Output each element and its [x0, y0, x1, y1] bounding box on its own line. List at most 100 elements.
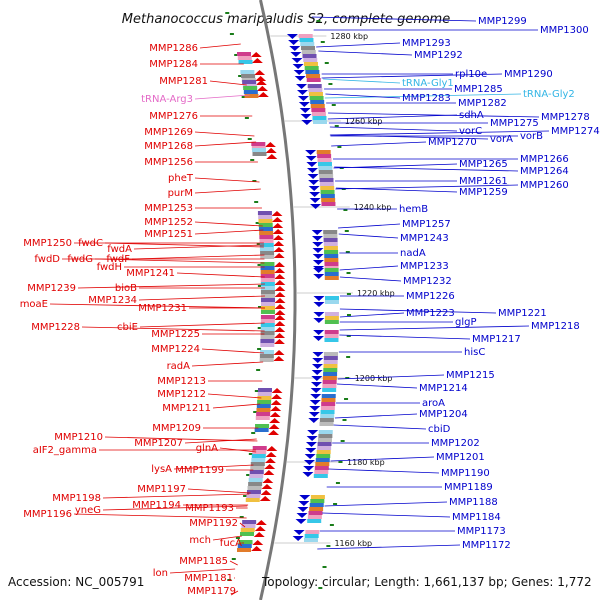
reverse-gene-arrow	[264, 464, 276, 469]
forward-gene-band	[318, 166, 333, 170]
left-gene-label: radA	[167, 361, 191, 372]
topology-text: Topology: circular; Length: 1,661,137 bp…	[261, 575, 592, 589]
forward-gene-arrow	[308, 418, 320, 423]
right-gene-label: MMP1202	[431, 438, 480, 449]
forward-gene-arrow	[309, 400, 321, 405]
track-dot	[250, 159, 255, 161]
right-leader-line	[331, 141, 427, 147]
left-gene-label: lysA	[151, 464, 172, 475]
reverse-gene-arrow	[274, 327, 286, 332]
track-dot	[344, 398, 349, 400]
track-dot	[345, 377, 350, 379]
right-gene-label: MMP1283	[402, 93, 451, 104]
left-gene-label: MMP1192	[189, 518, 238, 529]
right-gene-label: MMP1188	[449, 497, 498, 508]
reverse-gene-band	[260, 270, 275, 274]
right-leader-line	[329, 130, 550, 136]
reverse-gene-arrow	[250, 52, 262, 57]
forward-gene-band	[318, 434, 333, 438]
reverse-gene-arrow	[272, 235, 284, 240]
left-gene-label: MMP1269	[144, 127, 193, 138]
track-dot	[254, 201, 259, 203]
forward-gene-arrow	[312, 242, 324, 247]
forward-gene-arrow	[309, 406, 321, 411]
reverse-gene-arrow	[273, 241, 285, 246]
reverse-gene-arrow	[271, 394, 283, 399]
left-gene-label: fwdC	[78, 238, 103, 249]
left-leader-line	[191, 361, 264, 367]
reverse-gene-arrow	[260, 490, 272, 495]
forward-gene-arrow	[307, 430, 319, 435]
forward-gene-band	[304, 534, 319, 538]
forward-gene-band	[310, 499, 325, 503]
reverse-gene-band	[260, 310, 275, 314]
left-gene-label: tRNA-Arg3	[141, 94, 193, 105]
left-gene-label: MMP1196	[23, 509, 72, 520]
left-leader-line	[104, 242, 264, 248]
forward-gene-arrow	[311, 364, 323, 369]
left-gene-label: fwdD	[34, 254, 60, 265]
reverse-gene-band	[260, 335, 275, 339]
reverse-gene-band	[254, 428, 269, 432]
forward-gene-band	[306, 78, 321, 82]
forward-gene-band	[310, 495, 325, 499]
forward-gene-band	[303, 62, 318, 66]
reverse-gene-band	[236, 52, 251, 56]
forward-gene-arrow	[312, 358, 324, 363]
forward-gene-band	[313, 120, 328, 124]
forward-gene-arrow	[312, 248, 324, 253]
forward-gene-band	[309, 503, 324, 507]
reverse-gene-arrow	[270, 406, 282, 411]
reverse-gene-band	[260, 262, 275, 266]
forward-gene-arrow	[312, 254, 324, 259]
tick-label: 1160 kbp	[334, 539, 372, 548]
forward-gene-band	[319, 178, 334, 182]
forward-gene-band	[324, 312, 339, 316]
reverse-gene-band	[258, 388, 273, 392]
forward-gene-band	[300, 42, 315, 46]
reverse-gene-arrow	[265, 452, 277, 457]
reverse-gene-band	[260, 251, 275, 255]
right-gene-label: vorB	[520, 131, 543, 142]
left-leader-line	[194, 141, 257, 147]
forward-gene-arrow	[301, 120, 313, 125]
right-gene-label: MMP1243	[400, 233, 449, 244]
track-dot	[346, 272, 351, 274]
forward-gene-band	[303, 58, 318, 62]
forward-gene-band	[317, 442, 332, 446]
right-gene-label: MMP1201	[436, 452, 485, 463]
forward-gene-band	[307, 519, 322, 523]
forward-gene-band	[319, 418, 334, 422]
right-gene-label: nadA	[400, 248, 426, 259]
right-leader-line	[311, 16, 477, 22]
forward-gene-band	[322, 388, 337, 392]
track-dot	[334, 125, 339, 127]
forward-gene-band	[308, 511, 323, 515]
right-gene-label: tRNA-Gly1	[402, 78, 454, 89]
forward-gene-band	[324, 250, 339, 254]
forward-gene-band	[307, 515, 322, 519]
left-gene-label: MMP1239	[27, 283, 76, 294]
reverse-gene-arrow	[268, 430, 280, 435]
right-leader-line	[339, 325, 530, 331]
left-gene-label: MMP1228	[31, 322, 80, 333]
left-gene-label: MMP1250	[23, 238, 72, 249]
forward-gene-band	[320, 186, 335, 190]
forward-gene-arrow	[294, 76, 306, 81]
forward-gene-arrow	[307, 174, 319, 179]
reverse-gene-band	[258, 223, 273, 227]
reverse-gene-arrow	[274, 321, 286, 326]
reverse-gene-band	[237, 544, 252, 548]
forward-gene-arrow	[311, 230, 323, 235]
left-leader-line	[194, 131, 255, 137]
reverse-gene-arrow	[252, 540, 264, 545]
forward-gene-band	[324, 262, 339, 266]
left-gene-label: MMP1181	[184, 573, 233, 584]
forward-gene-band	[317, 162, 332, 166]
forward-gene-arrow	[313, 274, 325, 279]
forward-gene-band	[320, 410, 335, 414]
track-dot	[331, 104, 336, 106]
left-leader-line	[131, 254, 265, 260]
forward-gene-band	[322, 380, 337, 384]
